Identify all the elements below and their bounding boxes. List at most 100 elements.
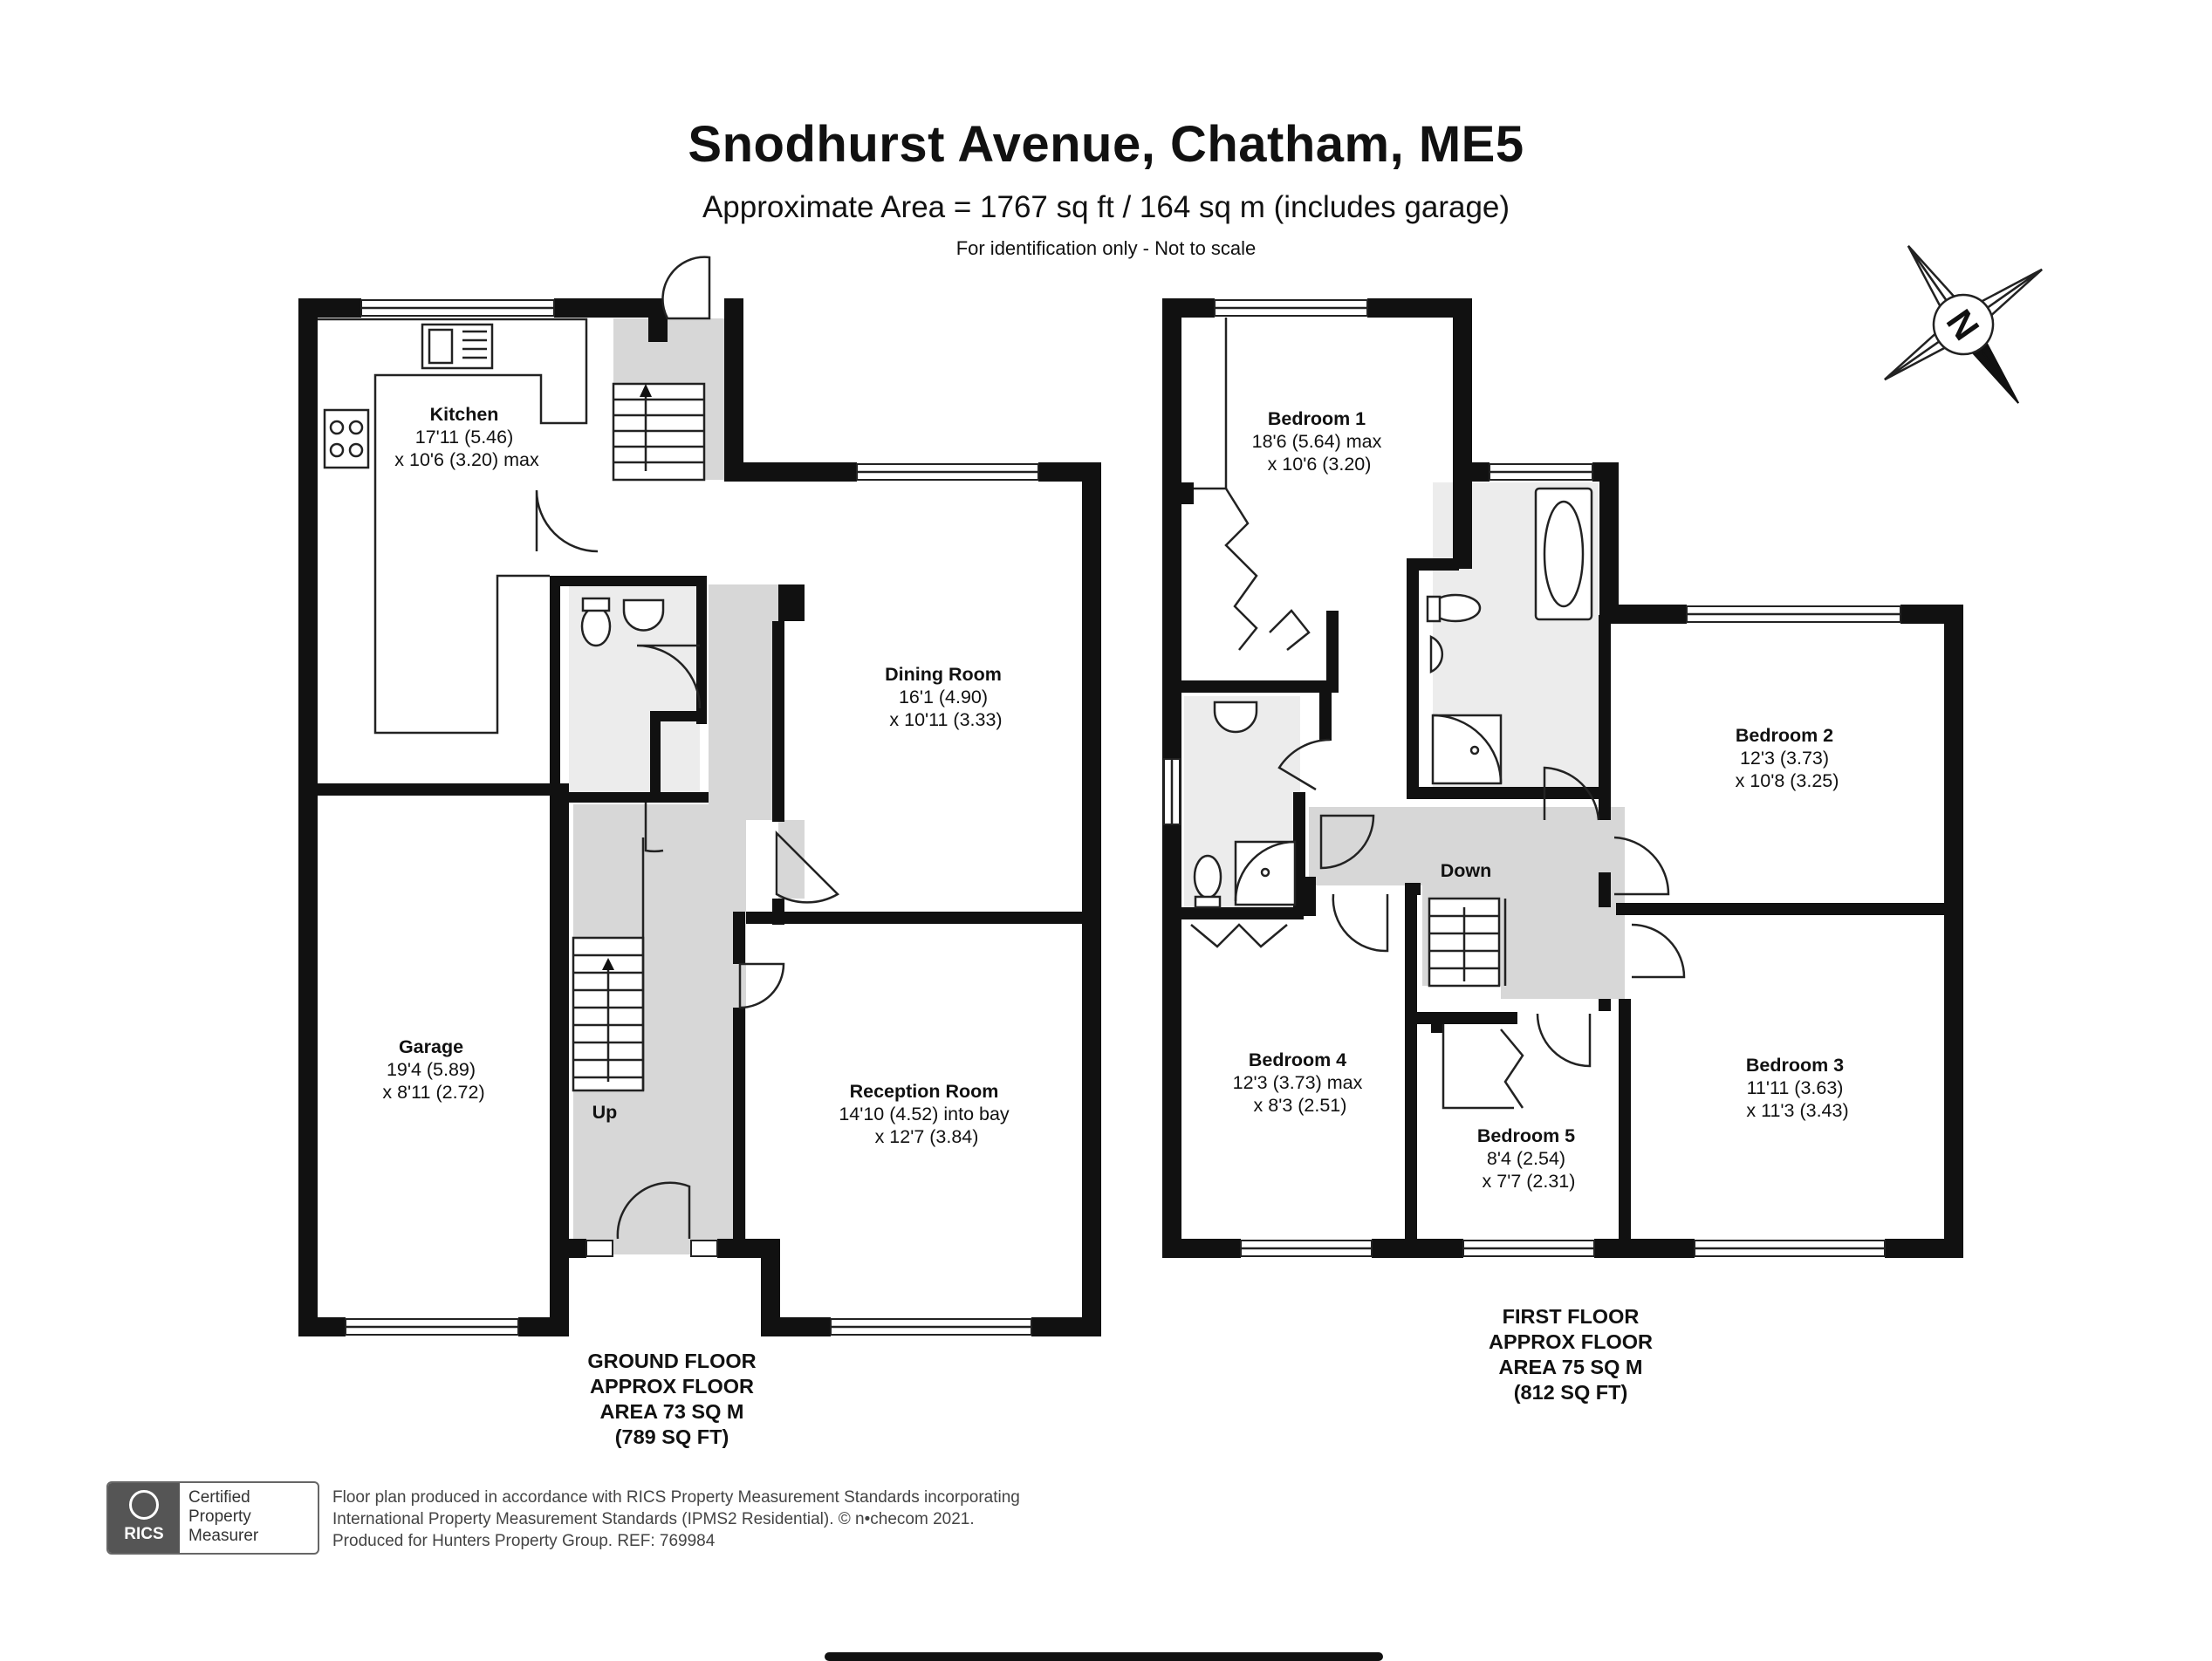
bathroom-west-wall [1407, 558, 1419, 794]
first-south-wall-c [1594, 1239, 1695, 1258]
bed4-east-wall [1405, 883, 1417, 1241]
bathroom-door-swing [1543, 766, 1600, 821]
kitchen-north-wall-a [298, 298, 361, 318]
room-label-bedroom-2: Bedroom 2 12'3 (3.73) x 10'8 (3.25) [1736, 725, 1839, 791]
store-door [644, 803, 664, 853]
landing-door-swing-1 [1319, 814, 1375, 870]
scale-note: For identification only - Not to scale [955, 237, 1257, 259]
certified-property-measurer: Certified Property Measurer [188, 1488, 259, 1545]
room-label-bedroom-1: Bedroom 1 18'6 (5.64) max x 10'6 (3.20) [1252, 408, 1387, 475]
first-east-wall [1944, 605, 1963, 1258]
bed3-door-swing [1631, 923, 1686, 979]
dining-reception-wall [746, 912, 1095, 924]
bed2-bed3-wall [1616, 903, 1952, 915]
shower-room-toilet-icon [1193, 854, 1222, 899]
room-label-dining-room: Dining Room 16'1 (4.90) x 10'11 (3.33) [885, 664, 1007, 730]
shower-room-shower-icon [1234, 840, 1297, 906]
dining-west-wall [772, 621, 784, 822]
bed1-east-wall [1453, 298, 1472, 569]
home-indicator-bar[interactable] [825, 1652, 1383, 1661]
bed5-wardrobe [1442, 1024, 1524, 1110]
bed5-door-swing [1536, 1013, 1592, 1068]
dining-north-wall-a [743, 462, 857, 482]
shower-room-door-swing [1277, 738, 1331, 791]
bed4-wardrobe-door [1190, 923, 1288, 948]
first-floor-label: FIRST FLOOR APPROX FLOOR AREA 75 SQ M (8… [1488, 1305, 1653, 1404]
approximate-area: Approximate Area = 1767 sq ft / 164 sq m… [702, 190, 1510, 224]
bed1-south-wall [1181, 680, 1330, 693]
bed1-wardrobe-wall [1326, 611, 1339, 693]
first-south-wall-b [1372, 1239, 1463, 1258]
kitchen-worktop [318, 318, 588, 735]
north-arrow-icon [1884, 245, 2043, 404]
front-door-wall-a [569, 1239, 586, 1258]
bed4-north-wall [1181, 907, 1304, 919]
bed4-door-swing [1332, 893, 1389, 953]
ground-floor-plan: Up Kitchen 17'11 (5.46) x 10'6 (3.20) ma… [298, 256, 1101, 1336]
bed1-north-wall-b [1367, 298, 1472, 318]
shower-room-basin-icon [1213, 701, 1258, 734]
reception-west-wall-a [733, 912, 745, 964]
kitchen-garage-wall [318, 783, 569, 796]
room-label-bedroom-3: Bedroom 3 11'11 (3.63) x 11'3 (3.43) [1746, 1055, 1849, 1121]
ground-hall-nook [778, 820, 805, 899]
bed2-door-swing [1613, 836, 1670, 896]
bathroom-east-wall [1599, 462, 1619, 615]
first-stairs-label: Down [1441, 860, 1492, 881]
dining-door-swing [775, 830, 840, 904]
bed3-west-wall [1619, 999, 1631, 1247]
first-floor-stairs [1428, 897, 1507, 988]
ground-hall-floor-upper [709, 584, 778, 820]
garage-east-wall [550, 794, 569, 1336]
kitchen-door-swing [535, 489, 599, 553]
reception-south-wall-b [1031, 1317, 1101, 1336]
front-door-swing [616, 1181, 691, 1240]
bed2-north-wall-a [1599, 605, 1687, 624]
bed1-north-wall-a [1162, 298, 1215, 318]
reception-door-swing [738, 962, 785, 1009]
room-label-reception-room: Reception Room 14'10 (4.52) into bay x 1… [839, 1081, 1014, 1147]
first-south-wall-a [1162, 1239, 1241, 1258]
footer-disclaimer: Floor plan produced in accordance with R… [332, 1488, 1020, 1550]
garage-south-wall-a [298, 1317, 346, 1336]
ground-stairs [572, 837, 645, 1092]
bed1-wardrobe-door [1194, 487, 1258, 651]
wc-partition [650, 711, 707, 721]
east-wall [1082, 462, 1101, 1336]
kitchen-north-wall-b [554, 298, 668, 318]
reception-south-wall-a [761, 1317, 831, 1336]
wc-partition-vertical [650, 711, 661, 803]
cloakroom-west-wall [550, 576, 560, 794]
bed2-west-wall [1599, 615, 1611, 820]
room-label-kitchen: Kitchen 17'11 (5.46) x 10'6 (3.20) max [394, 404, 539, 470]
rear-stair-east-wall [724, 298, 743, 482]
rics-mark: RICS [108, 1483, 180, 1553]
garage-west-wall [298, 298, 318, 1336]
ground-floor-label: GROUND FLOOR APPROX FLOOR AREA 73 SQ M (… [587, 1350, 757, 1448]
dining-west-stub [778, 584, 805, 621]
back-door-swing [661, 256, 711, 320]
bathroom-basin-icon [1429, 635, 1444, 673]
ground-stairs-label: Up [592, 1102, 618, 1123]
room-label-bedroom-4: Bedroom 4 12'3 (3.73) max x 8'3 (2.51) [1233, 1049, 1368, 1116]
bay-west-wall [761, 1239, 780, 1336]
shower-room-east-wall [1319, 693, 1332, 741]
cloakroom-east-wall [696, 576, 707, 724]
ground-wc-toilet-icon [580, 605, 612, 647]
cloakroom-north-wall [550, 576, 707, 586]
room-label-bedroom-5: Bedroom 5 8'4 (2.54) x 7'7 (2.31) [1477, 1125, 1580, 1192]
rics-lion-icon [129, 1490, 159, 1520]
plan-title: Snodhurst Avenue, Chatham, ME5 [688, 116, 1524, 173]
reception-west-wall-b [733, 1008, 745, 1247]
first-south-wall-d [1885, 1239, 1963, 1258]
cloakroom-door-swing [636, 644, 702, 709]
cloakroom-south-wall [569, 792, 709, 803]
hob-icon [323, 408, 370, 469]
ground-wc-basin-icon [622, 598, 665, 632]
shower-room-east-wall-low [1293, 792, 1305, 910]
bathroom-south-wall [1407, 787, 1599, 799]
rics-certified-logo: RICS Certified Property Measurer [106, 1481, 319, 1555]
room-label-garage: Garage 19'4 (5.89) x 8'11 (2.72) [382, 1036, 484, 1103]
back-door-jamb [648, 298, 668, 342]
